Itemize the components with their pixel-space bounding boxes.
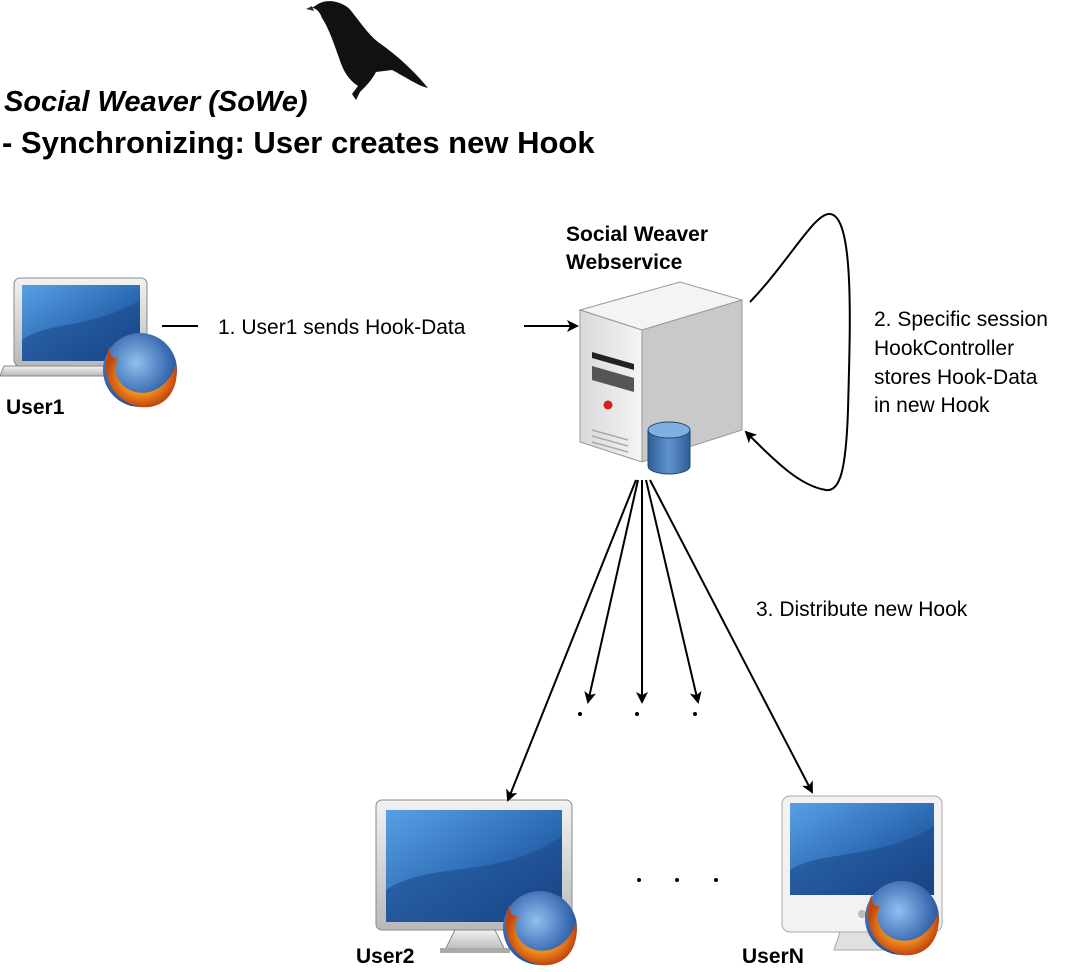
- database-icon: [647, 421, 691, 475]
- firefox-icon: [503, 891, 577, 966]
- ellipsis-dot: [635, 712, 639, 716]
- server-led: [603, 400, 613, 410]
- ellipsis-dot: [714, 878, 718, 882]
- arrows-distribute: [506, 479, 813, 802]
- arrow-to-user-c: [645, 479, 702, 704]
- diagram-subtitle: - Synchronizing: User creates new Hook: [2, 125, 595, 160]
- server-icon: [578, 281, 744, 463]
- ellipsis-dot: [637, 878, 641, 882]
- user1-label: User1: [6, 396, 65, 419]
- arrow-to-user2: [506, 479, 637, 802]
- ellipsis-dot: [578, 712, 582, 716]
- ellipsis-dot: [693, 712, 697, 716]
- step2-label-line1: 2. Specific session: [874, 308, 1048, 331]
- step2-label-line3: stores Hook-Data: [874, 366, 1038, 389]
- step2-label-line4: in new Hook: [874, 394, 990, 417]
- user2-label: User2: [356, 945, 415, 968]
- server-label-line2: Webservice: [566, 251, 683, 274]
- diagram-title: Social Weaver (SoWe): [4, 86, 308, 118]
- arrow-loop-store: [744, 213, 851, 492]
- raven-icon: [306, 1, 428, 100]
- step3-label: 3. Distribute new Hook: [756, 598, 968, 621]
- step2-label-line2: HookController: [874, 337, 1015, 360]
- server-label-line1: Social Weaver: [566, 223, 709, 246]
- firefox-icon: [865, 881, 939, 956]
- ellipsis-dot: [675, 878, 679, 882]
- firefox-icon: [103, 333, 177, 408]
- arrow-to-user-a: [584, 479, 639, 704]
- arrow-to-usern: [649, 479, 813, 794]
- usern-label: UserN: [742, 945, 804, 968]
- step1-label: 1. User1 sends Hook-Data: [218, 316, 466, 339]
